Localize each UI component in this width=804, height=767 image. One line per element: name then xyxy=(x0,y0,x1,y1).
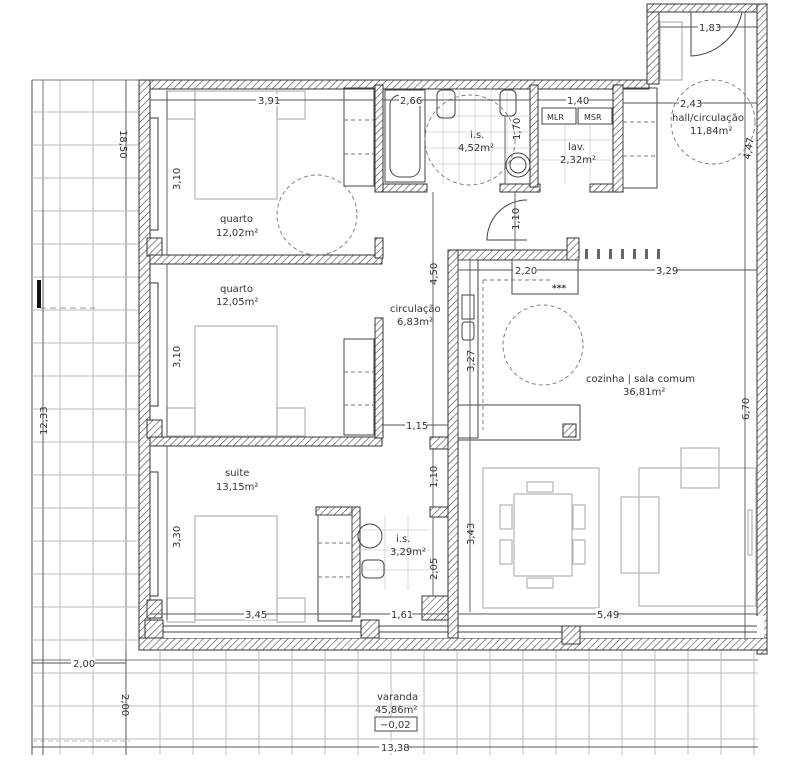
room-area: 12,05m² xyxy=(216,297,258,308)
svg-text:2,66: 2,66 xyxy=(400,96,422,107)
room-name: i.s. xyxy=(396,534,410,545)
svg-text:1,40: 1,40 xyxy=(567,96,589,107)
level-marker xyxy=(374,716,418,732)
room-area: 36,81m² xyxy=(623,387,665,398)
walls xyxy=(138,3,768,655)
bidet-icon xyxy=(499,89,517,117)
room-name: lav. xyxy=(568,142,585,153)
sink-icon xyxy=(461,321,475,341)
terrace-grid xyxy=(31,79,758,755)
dryer-label: MSR xyxy=(584,113,602,122)
hob-marker: *** xyxy=(552,284,566,294)
washing-machine-icon xyxy=(541,107,577,125)
svg-text:1,10: 1,10 xyxy=(429,466,440,488)
svg-text:3,30: 3,30 xyxy=(172,526,183,548)
door-swing-icon xyxy=(486,199,528,241)
bed-icon xyxy=(194,325,278,437)
room-area: 13,15m² xyxy=(216,482,258,493)
svg-text:4,50: 4,50 xyxy=(429,263,440,285)
svg-text:12,33: 12,33 xyxy=(39,406,50,435)
room-area: 12,02m² xyxy=(216,228,258,239)
toilet-icon xyxy=(361,559,385,579)
room-area: 45,86m² xyxy=(375,705,417,716)
svg-text:2,00: 2,00 xyxy=(119,694,130,716)
room-name: circulação xyxy=(390,304,441,315)
bed-icon xyxy=(194,90,278,200)
svg-text:1,10: 1,10 xyxy=(511,208,522,230)
room-name: varanda xyxy=(377,692,418,703)
bed-icon xyxy=(194,515,278,621)
washbasin-icon xyxy=(505,152,531,178)
rain-drain-marker xyxy=(37,280,41,308)
svg-text:3,27: 3,27 xyxy=(466,350,477,372)
svg-text:1,61: 1,61 xyxy=(391,610,413,621)
door-swing-icon xyxy=(690,11,743,57)
svg-text:3,10: 3,10 xyxy=(172,168,183,190)
room-area: 2,32m² xyxy=(560,155,596,166)
room-name: quarto xyxy=(220,284,253,295)
room-labels: quarto 12,02m² quarto 12,05m² suite 13,1… xyxy=(216,113,744,732)
room-area: 4,52m² xyxy=(458,143,494,154)
svg-text:18,50: 18,50 xyxy=(117,130,128,159)
svg-text:3,43: 3,43 xyxy=(466,523,477,545)
svg-text:4,47: 4,47 xyxy=(742,137,757,161)
bathtub-icon xyxy=(384,89,426,183)
rug xyxy=(482,467,600,609)
svg-text:3,10: 3,10 xyxy=(172,346,183,368)
svg-text:3,45: 3,45 xyxy=(245,610,267,621)
svg-text:13,38: 13,38 xyxy=(381,743,410,754)
floor-level: −0,02 xyxy=(380,720,411,731)
furniture xyxy=(166,11,757,623)
room-area: 3,29m² xyxy=(390,547,426,558)
svg-text:6,70: 6,70 xyxy=(741,398,752,420)
room-name: hall/circulação xyxy=(672,113,744,124)
washing-machine-label: MLR xyxy=(547,113,564,122)
svg-text:2,00: 2,00 xyxy=(73,659,95,670)
room-name: i.s. xyxy=(470,130,484,141)
svg-text:2,05: 2,05 xyxy=(429,558,440,580)
room-area: 11,84m² xyxy=(690,126,732,137)
svg-text:2,20: 2,20 xyxy=(515,266,537,277)
svg-text:1,83: 1,83 xyxy=(699,23,721,34)
dryer-icon xyxy=(577,107,613,125)
svg-text:1,15: 1,15 xyxy=(406,421,428,432)
washbasin-icon xyxy=(357,523,383,549)
svg-text:2,43: 2,43 xyxy=(680,99,702,110)
radiator-icon xyxy=(585,249,660,259)
svg-text:5,49: 5,49 xyxy=(597,610,619,621)
room-name: cozinha | sala comum xyxy=(586,374,695,385)
svg-text:3,91: 3,91 xyxy=(258,96,280,107)
dimension-labels: 3,91 2,66 1,40 1,83 2,43 4,47 1,70 1,10 … xyxy=(39,21,757,754)
armchair-icon xyxy=(680,447,720,489)
sofa-icon xyxy=(620,496,660,574)
dining-table-icon xyxy=(513,493,573,577)
room-area: 6,83m² xyxy=(397,317,433,328)
turning-circle-icon xyxy=(276,174,358,256)
svg-text:3,29: 3,29 xyxy=(656,266,678,277)
svg-text:1,70: 1,70 xyxy=(512,118,523,140)
toilet-icon xyxy=(436,89,456,119)
drainer-icon xyxy=(461,294,475,320)
room-name: suite xyxy=(225,468,249,479)
room-name: quarto xyxy=(220,214,253,225)
